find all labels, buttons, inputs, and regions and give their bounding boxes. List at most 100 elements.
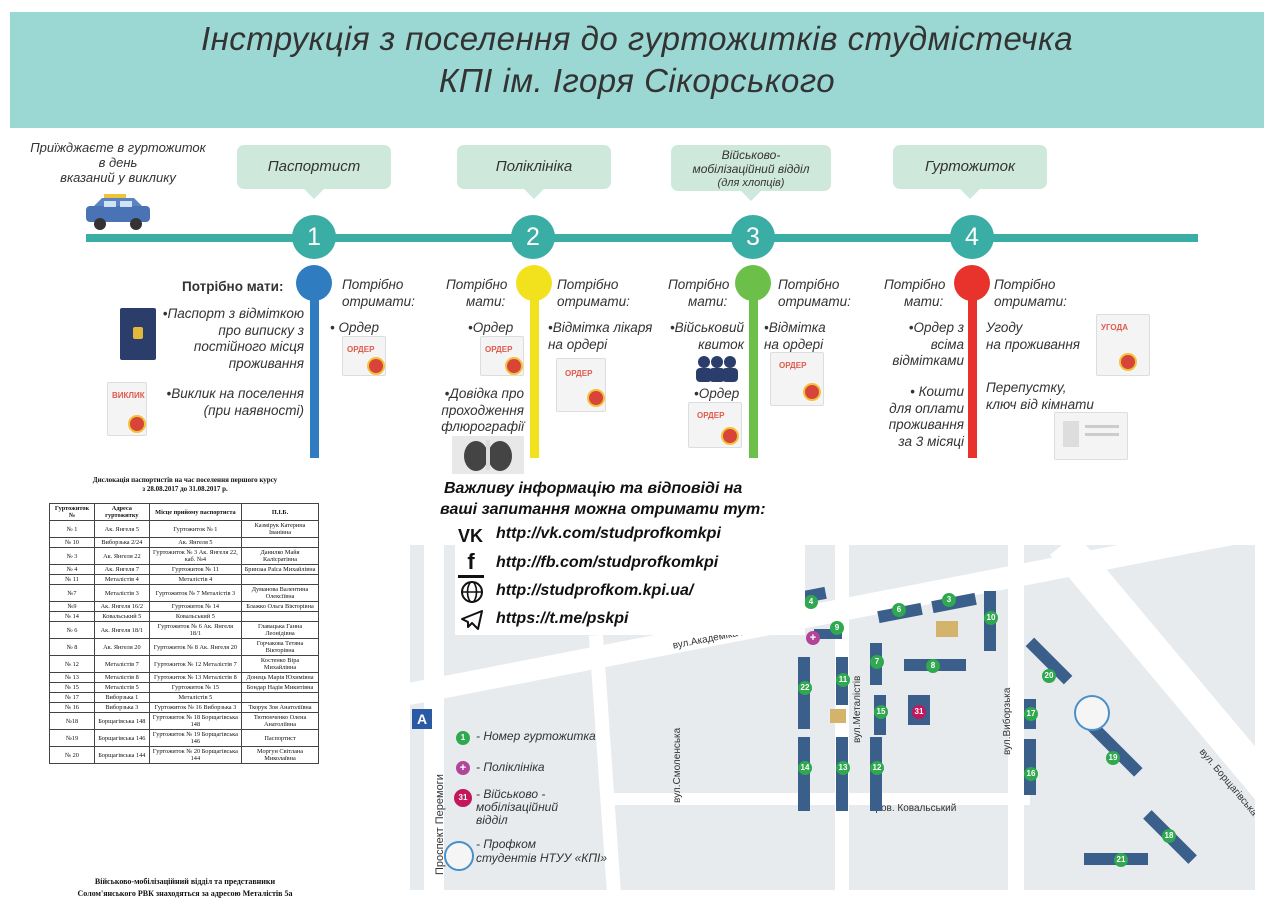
step-3-title-3: (для хлопців) xyxy=(717,177,785,189)
dorm-marker-14[interactable]: 14 xyxy=(798,761,812,775)
dorm-marker-9[interactable]: 9 xyxy=(830,621,844,635)
table-cell-b: Борщагівська 148 xyxy=(93,712,150,730)
table-cell-d: Горчакова Тетяна Вікторівна xyxy=(241,638,319,656)
info-heading-1: Важливу інформацію та відповіді на xyxy=(444,480,743,497)
order-stamped-label-2: ОРДЕР xyxy=(565,369,593,378)
dorm-marker-6[interactable]: 6 xyxy=(892,603,906,617)
order-stamped-label-3: ОРДЕР xyxy=(697,411,725,420)
dorm-marker-20[interactable]: 20 xyxy=(1042,669,1056,683)
order-icon-label-2: ОРДЕР xyxy=(485,345,513,354)
table-cell-c: Гуртожиток № 6 Ак. Янгеля 18/1 xyxy=(148,621,243,639)
step-4-need-item-2: • Кошти для оплати проживання за 3 місяц… xyxy=(878,384,964,450)
order-stamped-icon-2: ОРДЕР xyxy=(556,358,606,412)
clinic-marker[interactable]: + xyxy=(806,631,820,645)
facebook-link[interactable]: http://fb.com/studprofkomkpi xyxy=(496,554,719,571)
header-banner xyxy=(10,12,1264,128)
step-3-bubble: Військово- мобілізаційний відділ (для хл… xyxy=(671,145,831,201)
dorm-marker-8[interactable]: 8 xyxy=(926,659,940,673)
table-cell-c: Гуртожиток № 8 Ак. Янгеля 20 xyxy=(148,638,243,656)
step-3-get-label-2: отримати: xyxy=(778,293,851,309)
website-link[interactable]: http://studprofkom.kpi.ua/ xyxy=(496,582,694,599)
telegram-link[interactable]: https://t.me/pskpi xyxy=(496,610,629,627)
arrive-line-1: Приїжджаєте в гуртожиток xyxy=(30,140,206,155)
dorm-marker-17[interactable]: 17 xyxy=(1024,707,1038,721)
step-1-need-item-1: •Паспорт з відміткою про виписку з пості… xyxy=(162,306,304,372)
step-1-title: Паспортист xyxy=(267,158,361,175)
dorm-marker-7[interactable]: 7 xyxy=(870,655,884,669)
building-9[interactable] xyxy=(814,629,842,639)
dorm-marker-13[interactable]: 13 xyxy=(836,761,850,775)
table-cell-d: Бринзаа Раїса Михайлівна xyxy=(241,564,319,575)
step-1-get-label-2: отримати: xyxy=(342,293,415,309)
table-cell-c: Гуртожиток № 13 Металістів 8 xyxy=(148,672,243,683)
links-panel xyxy=(455,523,805,635)
table-cell-b: Виборзька 1 xyxy=(93,692,150,703)
vk-link[interactable]: http://vk.com/studprofkomkpi xyxy=(496,525,721,542)
legend-dorm-text: - Номер гуртожитка xyxy=(476,729,596,743)
profkom-marker[interactable] xyxy=(1074,695,1110,731)
dorm-marker-3[interactable]: 3 xyxy=(942,593,956,607)
table-cell-a: №9 xyxy=(49,601,95,612)
dorm-marker-4[interactable]: 4 xyxy=(804,595,818,609)
legend-profkom-text-1: - Профком xyxy=(476,837,536,851)
military-office-marker[interactable]: 31 xyxy=(912,705,926,719)
table-cell-b: Ковальський 5 xyxy=(93,611,150,622)
step-4-need-item-1-l1: •Ордер з xyxy=(908,320,964,335)
table-cell-d: Думанова Валентина Олексіївна xyxy=(241,584,319,602)
dorm-marker-15[interactable]: 15 xyxy=(874,705,888,719)
dorm-marker-19[interactable]: 19 xyxy=(1106,751,1120,765)
step-3-need-item-1: •Військовий квиток xyxy=(668,320,744,353)
title-line-2: КПІ ім. Ігоря Сікорського xyxy=(438,62,836,99)
step-2-need-item-1: •Ордер xyxy=(468,320,514,335)
table-cell-a: № 11 xyxy=(49,574,95,585)
table-title-2: з 28.08.2017 до 31.08.2017 р. xyxy=(142,485,228,493)
dorm-marker-16[interactable]: 16 xyxy=(1024,767,1038,781)
step-2-bubble: Поліклініка xyxy=(457,145,611,199)
table-cell-b: Металістів 5 xyxy=(93,682,150,693)
table-header-name: П.І.Б. xyxy=(241,503,319,521)
table-cell-b: Ак. Янгеля 22 xyxy=(93,547,150,565)
table-cell-d: Казмірук Катерина Іванівна xyxy=(241,520,319,538)
step-3-need-item-2: •Ордер xyxy=(694,386,740,401)
dorm-marker-18[interactable]: 18 xyxy=(1162,829,1176,843)
table-cell-a: № 10 xyxy=(49,537,95,548)
table-footer: Військово-мобілізаційний відділ та предс… xyxy=(40,876,330,900)
table-cell-b: Ак. Янгеля 18/1 xyxy=(93,621,150,639)
table-cell-a: №19 xyxy=(49,729,95,747)
table-cell-a: № 17 xyxy=(49,692,95,703)
table-cell-b: Борщагівська 146 xyxy=(93,729,150,747)
table-header-dorm: Гуртожиток № xyxy=(49,503,95,521)
step-2-get-item-1-l1: •Відмітка лікаря xyxy=(548,320,653,335)
street-kovalskyi-label: пров. Ковальський xyxy=(870,803,957,814)
legend-profkom-text: - Профком студентів НТУУ «КПІ» xyxy=(476,837,607,865)
table-cell-a: № 6 xyxy=(49,621,95,639)
legend-profkom-icon xyxy=(444,841,474,871)
table-cell-d: Ткорук Зоя Анатоліївна xyxy=(241,702,319,713)
order-icon-label-1: ОРДЕР xyxy=(347,345,375,354)
dorm-marker-12[interactable]: 12 xyxy=(870,761,884,775)
table-cell-c: Гуртожиток № 18 Борщагівська 148 xyxy=(148,712,243,730)
step-4-number: 4 xyxy=(950,215,994,259)
dorm-marker-11[interactable]: 11 xyxy=(836,673,850,687)
dorm-marker-10[interactable]: 10 xyxy=(984,611,998,625)
invite-document-icon: ВИКЛИК xyxy=(107,382,147,436)
table-cell-c: Гуртожиток № 7 Металістів 3 xyxy=(148,584,243,602)
street-metalistiv-label: вул.Металістів xyxy=(852,675,863,743)
table-title: Дислокація паспортистів на час поселення… xyxy=(40,476,330,494)
table-cell-b: Борщагівська 144 xyxy=(93,746,150,764)
step-4-get-item-1: Угоду на проживання xyxy=(986,320,1080,353)
dorm-marker-22[interactable]: 22 xyxy=(798,681,812,695)
order-stamped-icon-3: ОРДЕР xyxy=(688,402,742,448)
dorm-marker-21[interactable]: 21 xyxy=(1114,853,1128,867)
table-cell-b: Металістів 4 xyxy=(93,574,150,585)
step-4-get-item-1-l1: Угоду xyxy=(986,320,1023,335)
car-icon xyxy=(86,194,150,230)
table-cell-a: № 13 xyxy=(49,672,95,683)
